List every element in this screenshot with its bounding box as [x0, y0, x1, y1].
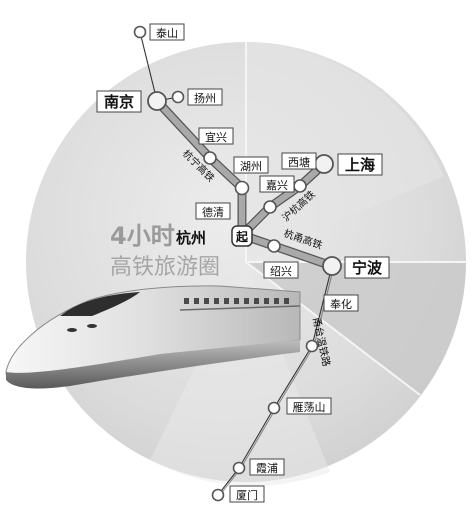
label-jiaxing: 嘉兴: [266, 178, 288, 192]
label-yandangshan: 雁荡山: [293, 401, 326, 414]
station-nodes: [133, 25, 342, 502]
label-deqing: 德清: [202, 205, 224, 219]
label-xiapu: 霞浦: [256, 462, 278, 475]
label-shanghai: 上海: [345, 156, 375, 174]
label-taishan: 泰山: [156, 26, 178, 40]
label-yangzhou: 扬州: [194, 91, 216, 105]
headline-hours: 4小时: [110, 222, 175, 250]
label-xiamen: 厦门: [236, 488, 258, 502]
label-ningbo: 宁波: [352, 259, 383, 277]
label-hangzhou: 杭州: [176, 229, 206, 247]
headline-circle: 高铁旅游圈: [110, 255, 220, 280]
label-huzhou: 湖州: [240, 160, 262, 173]
hub-badge: 起: [231, 225, 253, 247]
station-labels: 泰山 南京 扬州 宜兴 湖州 德清 西塘 嘉兴 上海 杭州 绍兴 宁波 奉化 雁…: [96, 23, 390, 503]
hub-badge-text: 起: [235, 229, 249, 244]
label-fenghua: 奉化: [330, 297, 352, 311]
label-shaoxing: 绍兴: [270, 264, 292, 278]
travel-circle: [26, 42, 466, 486]
label-xitang: 西塘: [288, 155, 310, 169]
label-nanjing: 南京: [104, 93, 134, 111]
train-illustration: [5, 285, 301, 389]
label-yixing: 宜兴: [205, 130, 227, 144]
